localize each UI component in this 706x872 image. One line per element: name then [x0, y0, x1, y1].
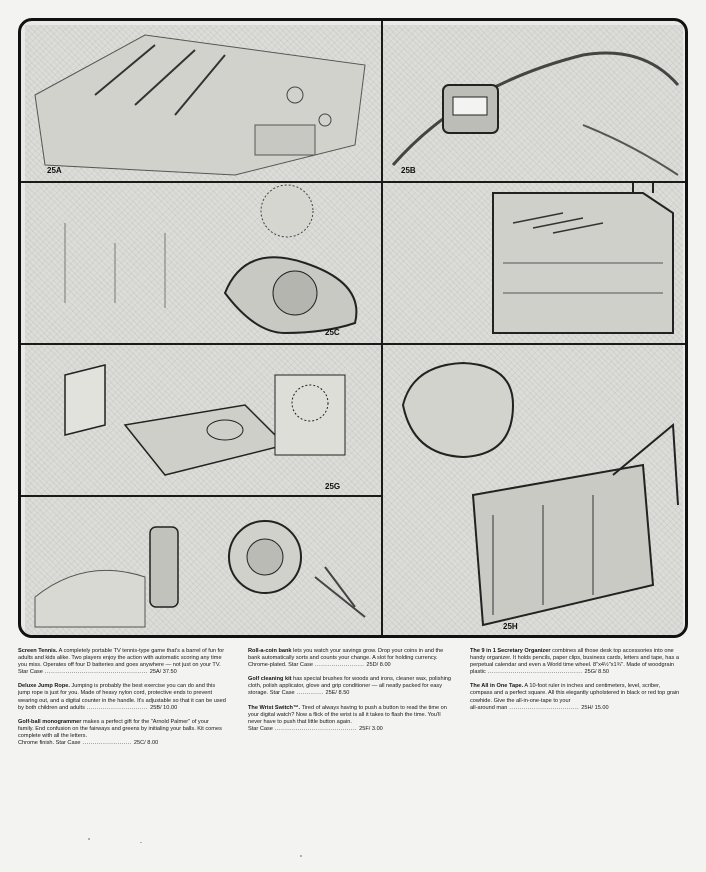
scan-speck	[88, 838, 90, 840]
price-code: 25G/ 8.50	[584, 669, 610, 676]
scan-speck	[300, 855, 302, 857]
price-label: Star Case	[248, 725, 273, 732]
price-code: 25C/ 8.00	[133, 740, 159, 747]
entry-title: Deluxe Jump Rope.	[18, 683, 70, 690]
copy-column-2: Roll-a-coin bank lets you watch your sav…	[248, 648, 456, 740]
jump-rope-illustration	[391, 51, 680, 176]
photo-all-in-one-tape: 25H	[383, 345, 683, 635]
entry-price-line: Chrome finish. Star Case ...............…	[18, 740, 158, 746]
price-code: 25D/ 8.00	[366, 662, 391, 669]
entry-all-in-one-tape: The All in One Tape. A 10-foot ruler in …	[470, 683, 682, 711]
price-code: 25F/ 3.00	[359, 725, 383, 732]
entry-body: A 10-foot ruler in inches and centimeter…	[470, 683, 680, 704]
photo-golf-cleaning-kit	[25, 497, 381, 635]
entry-golf-monogrammer: Golf-ball monogrammer makes a perfect gi…	[18, 719, 226, 747]
price-code: 25A/ 37.50	[149, 669, 177, 676]
golf-monogrammer-illustration	[64, 184, 358, 335]
leader-dots: .............	[294, 690, 326, 697]
entry-title: The 9 in 1 Secretary Organizer	[470, 648, 551, 654]
price-label: all-around man	[470, 704, 508, 711]
entry-title: Golf-ball monogrammer	[18, 718, 82, 725]
price-label: Star Case	[18, 669, 43, 676]
entry-secretary-organizer: The 9 in 1 Secretary Organizer combines …	[470, 648, 682, 676]
photo-label-25a: 25A	[47, 166, 62, 175]
entry-body: lets you watch your savings grow. Drop y…	[248, 648, 444, 662]
catalog-copy: Screen Tennis. A completely portable TV …	[18, 648, 688, 868]
entry-body: Jumping is probably the best exercise yo…	[18, 683, 226, 711]
scan-speck	[140, 842, 142, 843]
photo-jump-rope: 25B	[383, 25, 683, 181]
entry-body: combines all those desk top accessories …	[470, 648, 679, 669]
entry-title: Screen Tennis.	[18, 648, 58, 654]
entry-price-line: plastic ................................…	[470, 669, 609, 675]
leader-dots: ..............................	[86, 704, 151, 711]
screen-tennis-illustration	[34, 34, 366, 176]
price-label: Chrome-plated. Star Case	[248, 662, 313, 669]
coin-bank-illustration	[64, 364, 346, 476]
secretary-organizer-illustration	[492, 183, 674, 334]
price-label: Chrome finish. Star Case	[18, 740, 81, 747]
entry-price-line: Star Case ..............................…	[248, 726, 383, 732]
entry-title: The All in One Tape.	[470, 683, 524, 690]
leader-dots: ........................	[80, 740, 134, 747]
entry-jump-rope: Deluxe Jump Rope. Jumping is probably th…	[18, 683, 226, 711]
entry-title: Golf cleaning kit	[248, 676, 292, 683]
photo-divider-middle	[21, 343, 685, 345]
entry-body: A completely portable TV tennis-type gam…	[18, 648, 225, 669]
price-code: 25H/ 15.00	[581, 704, 609, 711]
copy-column-3: The 9 in 1 Secretary Organizer combines …	[470, 648, 682, 719]
price-label: Star Case	[269, 690, 295, 697]
golf-cleaning-kit-illustration	[34, 520, 366, 628]
leader-dots: ..................................	[507, 704, 582, 711]
photo-label-25g: 25G	[325, 482, 341, 491]
entry-title: Roll-a-coin bank	[248, 648, 292, 654]
photo-secretary-organizer	[383, 183, 683, 343]
entry-price-line: Chrome-plated. Star Case ...............…	[248, 662, 391, 668]
entry-body: makes a perfect gift for the "Arnold Pal…	[18, 718, 222, 739]
photo-divider-vertical	[381, 21, 383, 635]
photo-divider-lower-left	[21, 495, 381, 497]
entry-wrist-switch: The Wrist Switch™. Tired of always havin…	[248, 705, 456, 733]
leader-dots: ........................................	[272, 725, 360, 732]
entry-title: The Wrist Switch™.	[248, 704, 301, 711]
entry-screen-tennis: Screen Tennis. A completely portable TV …	[18, 648, 226, 676]
price-code: 25B/ 10.00	[150, 704, 178, 711]
catalog-photo-frame: 25A 25B 25C	[18, 18, 688, 638]
price-code: 25E/ 8.50	[325, 690, 350, 697]
entry-price-line: all-around man .........................…	[470, 705, 609, 711]
photo-label-25c: 25C	[325, 328, 340, 337]
leader-dots: ........................................…	[485, 669, 585, 676]
price-label: plastic	[470, 669, 486, 676]
tape-measure-illustration	[401, 361, 679, 627]
entry-coin-bank: Roll-a-coin bank lets you watch your sav…	[248, 648, 456, 669]
photo-divider-top	[21, 181, 685, 183]
photo-label-25h: 25H	[503, 622, 518, 631]
photo-golf-monogrammer: 25C	[25, 183, 381, 343]
leader-dots: ........................	[312, 662, 367, 669]
copy-column-1: Screen Tennis. A completely portable TV …	[18, 648, 226, 754]
entry-body: Tired of always having to push a button …	[248, 704, 447, 725]
leader-dots: ........................................…	[42, 669, 150, 676]
photo-label-25b: 25B	[401, 166, 416, 175]
photo-screen-tennis: 25A	[25, 25, 381, 181]
entry-price-line: Star Case ..............................…	[18, 669, 177, 675]
entry-golf-cleaning-kit: Golf cleaning kit has special brushes fo…	[248, 676, 456, 697]
photo-coin-bank: 25G	[25, 345, 381, 495]
entry-body: has special brushes for woods and irons,…	[248, 676, 452, 697]
